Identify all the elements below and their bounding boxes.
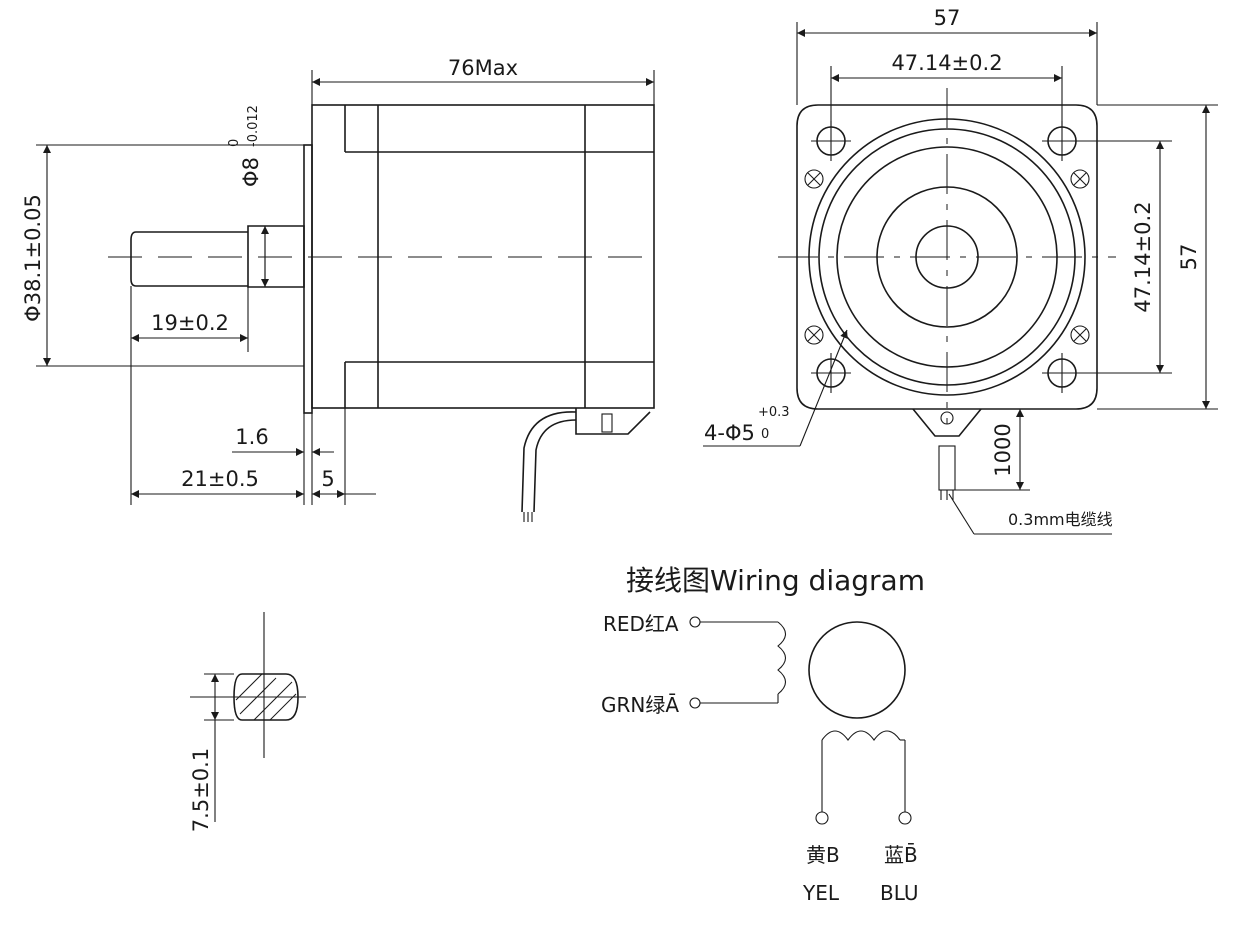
- wiring-diagram: 接线图Wiring diagram RED红A GRN绿Ā 黄B YEL 蓝B̄…: [601, 564, 925, 905]
- shaft-tol-lower: -0.012: [246, 105, 261, 147]
- lead-length-dimension: 1000: [991, 423, 1015, 476]
- yel-en-label: YEL: [802, 881, 840, 905]
- blu-terminal: [898, 811, 912, 825]
- holes-callout: 4-Φ5 +0.3 0: [704, 405, 790, 445]
- front-width-dimension: 57: [934, 6, 961, 30]
- shaft-section: 7.5±0.1: [189, 612, 306, 832]
- blu-en-label: BLU: [880, 881, 919, 905]
- holes-tol-upper: +0.3: [758, 405, 790, 420]
- shaft-diameter-dimension: Φ8 0 -0.012: [227, 105, 263, 187]
- front-height-dimension: 57: [1177, 244, 1201, 271]
- rotor-circle: [808, 621, 906, 719]
- red-label: RED红A: [603, 612, 679, 636]
- shaft-length-dimension: 19±0.2: [151, 311, 229, 335]
- shaft-tol-upper: 0: [227, 139, 242, 147]
- coil-b: [821, 730, 901, 741]
- shaft-diameter-label: Φ8: [239, 157, 263, 187]
- lead-exit: [575, 408, 651, 435]
- blu-cn-label: 蓝B̄: [884, 842, 918, 867]
- screw-icons: [804, 169, 1090, 345]
- flange-thickness-dimension: 1.6: [235, 425, 268, 449]
- hole-spacing-x-dimension: 47.14±0.2: [891, 51, 1002, 75]
- grn-terminal: [689, 697, 701, 709]
- red-terminal: [689, 616, 701, 628]
- cable-label: 0.3mm电缆线: [1008, 510, 1113, 529]
- yel-terminal: [815, 811, 829, 825]
- flange-diameter-dimension: Φ38.1±0.05: [21, 194, 45, 322]
- front-lead-exit: [912, 408, 982, 437]
- front-view: 57 47.14±0.2 47.14±0.2 57 4-Φ5 +0.3 0 10…: [703, 6, 1218, 535]
- grn-label: GRN绿Ā: [601, 693, 679, 717]
- hole-spacing-y-dimension: 47.14±0.2: [1131, 201, 1155, 312]
- front-square-flange: [796, 104, 1098, 410]
- shaft-total-dimension: 21±0.5: [181, 467, 259, 491]
- shaft: [130, 231, 248, 287]
- flat-dimension: 7.5±0.1: [189, 748, 213, 832]
- plate-thickness-dimension: 5: [321, 467, 334, 491]
- shaft-boss: [247, 225, 305, 288]
- flange-plate: [303, 144, 313, 414]
- shaft-section-outline: [233, 673, 299, 721]
- holes-tol-lower: 0: [761, 427, 769, 442]
- holes-label: 4-Φ5: [704, 421, 755, 445]
- yel-cn-label: 黄B: [806, 843, 840, 867]
- length-dimension: 76Max: [448, 56, 518, 80]
- wiring-title: 接线图Wiring diagram: [626, 564, 925, 597]
- coil-a: [777, 621, 787, 695]
- side-view: 76Max Φ38.1±0.05 Φ8 0 -0.012 19±0.2 1.6 …: [21, 56, 655, 522]
